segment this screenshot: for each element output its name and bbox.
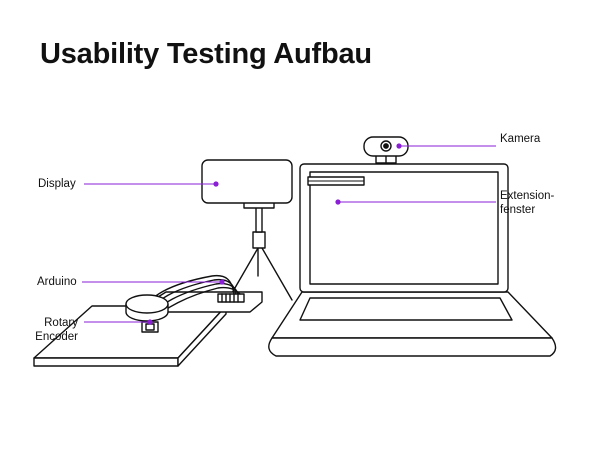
kamera-dot <box>396 143 402 149</box>
label-display: Display <box>38 178 76 190</box>
webcam <box>363 136 409 164</box>
display-dot <box>213 181 219 187</box>
label-extension-line1: Extension- <box>500 190 555 202</box>
label-extension-window: Extension- fenster <box>500 189 554 217</box>
label-rotary-encoder: Rotary Encoder <box>20 316 78 344</box>
laptop <box>268 163 557 357</box>
label-dots <box>147 143 402 325</box>
label-leaders <box>82 145 496 323</box>
extension-dot <box>335 199 341 205</box>
arduino-dot <box>219 279 225 285</box>
label-extension-line2: fenster <box>500 204 536 216</box>
display-device <box>201 159 293 209</box>
rotary-dot <box>147 319 153 325</box>
label-rotary-line1: Rotary <box>44 317 78 329</box>
label-kamera: Kamera <box>500 133 541 145</box>
rotary-knob <box>125 294 169 322</box>
label-rotary-line2: Encoder <box>35 331 78 343</box>
tripod <box>227 205 293 301</box>
label-arduino: Arduino <box>37 276 77 288</box>
page-title: Usability Testing Aufbau <box>40 38 372 70</box>
